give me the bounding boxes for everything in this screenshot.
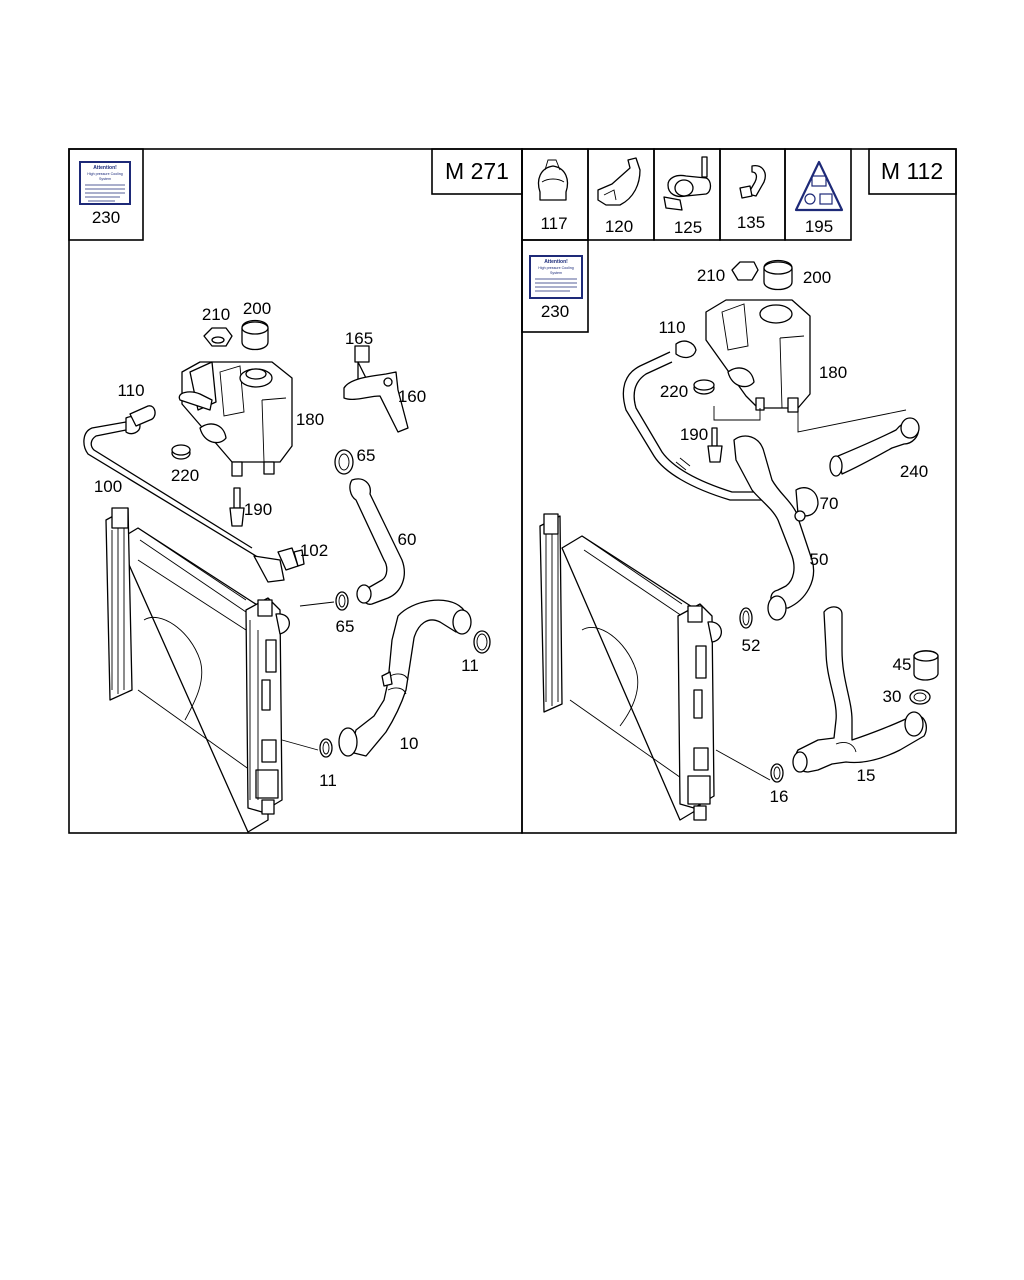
left-engine-cell: M 271 bbox=[431, 148, 523, 195]
right-cap-and-plug bbox=[731, 259, 793, 291]
warning-triangle-sticker-icon bbox=[794, 160, 844, 212]
right-label-line-2: High pressure Cooling bbox=[538, 266, 574, 270]
right-leader-lines bbox=[713, 406, 907, 781]
right-hose-15 bbox=[792, 606, 927, 773]
left-hose-10 bbox=[338, 599, 491, 757]
left-panel-frame bbox=[68, 148, 523, 834]
left-label-line-2: High pressure Cooling bbox=[87, 172, 123, 176]
right-callout-52: 52 bbox=[742, 636, 761, 655]
left-radiator bbox=[105, 507, 290, 833]
right-sensor-190 bbox=[707, 427, 723, 463]
right-callout-16: 16 bbox=[770, 787, 789, 806]
left-label-line-3: System bbox=[99, 177, 111, 181]
left-label-line-1: Attention! bbox=[93, 165, 117, 171]
small-part-120-number: 120 bbox=[605, 217, 633, 236]
left-callout-65-bottom: 65 bbox=[336, 617, 355, 636]
right-label-line-1: Attention! bbox=[544, 259, 568, 265]
right-grommet-220 bbox=[693, 379, 715, 395]
small-part-125-number: 125 bbox=[674, 218, 702, 237]
right-callout-220: 220 bbox=[660, 382, 688, 401]
left-leader-lines bbox=[281, 601, 335, 751]
left-callout-110: 110 bbox=[117, 381, 144, 400]
left-callout-210: 210 bbox=[202, 305, 230, 324]
left-callout-220: 220 bbox=[171, 466, 199, 485]
left-callout-11-right: 11 bbox=[461, 656, 479, 675]
right-callout-210: 210 bbox=[697, 266, 725, 285]
right-expansion-tank bbox=[705, 299, 811, 413]
small-part-195-number: 195 bbox=[805, 217, 833, 236]
left-callout-190: 190 bbox=[244, 500, 272, 519]
right-hose-240 bbox=[829, 417, 920, 477]
right-o-rings bbox=[739, 607, 784, 783]
left-callout-10: 10 bbox=[400, 734, 419, 753]
right-engine-title: M 112 bbox=[881, 158, 943, 184]
left-cap-and-plug bbox=[203, 319, 269, 351]
left-hose-100 bbox=[83, 405, 285, 583]
right-callout-240: 240 bbox=[900, 462, 928, 481]
left-callout-165: 165 bbox=[345, 329, 373, 348]
small-parts-row: 117 120 125 135 195 bbox=[521, 148, 852, 241]
right-engine-cell: M 112 bbox=[868, 148, 957, 195]
right-label-line-3: System bbox=[550, 271, 562, 275]
left-warning-label-cell: Attention! High pressure Cooling System … bbox=[68, 148, 144, 241]
left-sensor-190 bbox=[229, 487, 245, 527]
right-pipe-45-and-clamp-30 bbox=[909, 650, 939, 705]
left-callout-160: 160 bbox=[398, 387, 426, 406]
left-callout-100: 100 bbox=[94, 477, 122, 496]
right-callout-15: 15 bbox=[857, 766, 876, 785]
right-callout-50: 50 bbox=[810, 550, 829, 569]
right-hose-110 bbox=[622, 340, 770, 501]
retaining-clip-icon bbox=[597, 157, 641, 206]
left-callout-102: 102 bbox=[300, 541, 328, 560]
small-part-135-number: 135 bbox=[737, 213, 765, 232]
left-warning-label-number: 230 bbox=[92, 208, 120, 227]
right-warning-label-number: 230 bbox=[541, 302, 569, 321]
left-callout-200: 200 bbox=[243, 299, 271, 318]
left-hose-60 bbox=[334, 449, 405, 605]
right-callout-70: 70 bbox=[820, 494, 839, 513]
spring-clip-icon bbox=[739, 165, 766, 199]
bracket-clip-icon bbox=[663, 156, 712, 211]
left-callout-65-top: 65 bbox=[357, 446, 376, 465]
right-radiator bbox=[539, 513, 722, 821]
left-callout-60: 60 bbox=[398, 530, 417, 549]
left-bracket-160 bbox=[343, 345, 409, 433]
left-o-rings bbox=[319, 591, 349, 758]
right-warning-label-cell: Attention! High pressure Cooling System … bbox=[521, 239, 589, 333]
left-plug-102 bbox=[277, 547, 305, 571]
left-callout-11-bottom: 11 bbox=[319, 771, 337, 790]
right-callout-30: 30 bbox=[883, 687, 902, 706]
left-grommet-220 bbox=[171, 444, 191, 460]
right-hose-50 bbox=[733, 435, 819, 621]
hose-clamp-icon bbox=[537, 159, 569, 201]
left-engine-title: M 271 bbox=[445, 158, 509, 184]
right-callout-110: 110 bbox=[658, 318, 685, 337]
right-callout-180: 180 bbox=[819, 363, 847, 382]
right-callout-45: 45 bbox=[893, 655, 912, 674]
left-callout-180: 180 bbox=[296, 410, 324, 429]
left-expansion-tank bbox=[178, 361, 293, 477]
right-callout-190: 190 bbox=[680, 425, 708, 444]
small-part-117-number: 117 bbox=[540, 214, 567, 233]
right-callout-200: 200 bbox=[803, 268, 831, 287]
